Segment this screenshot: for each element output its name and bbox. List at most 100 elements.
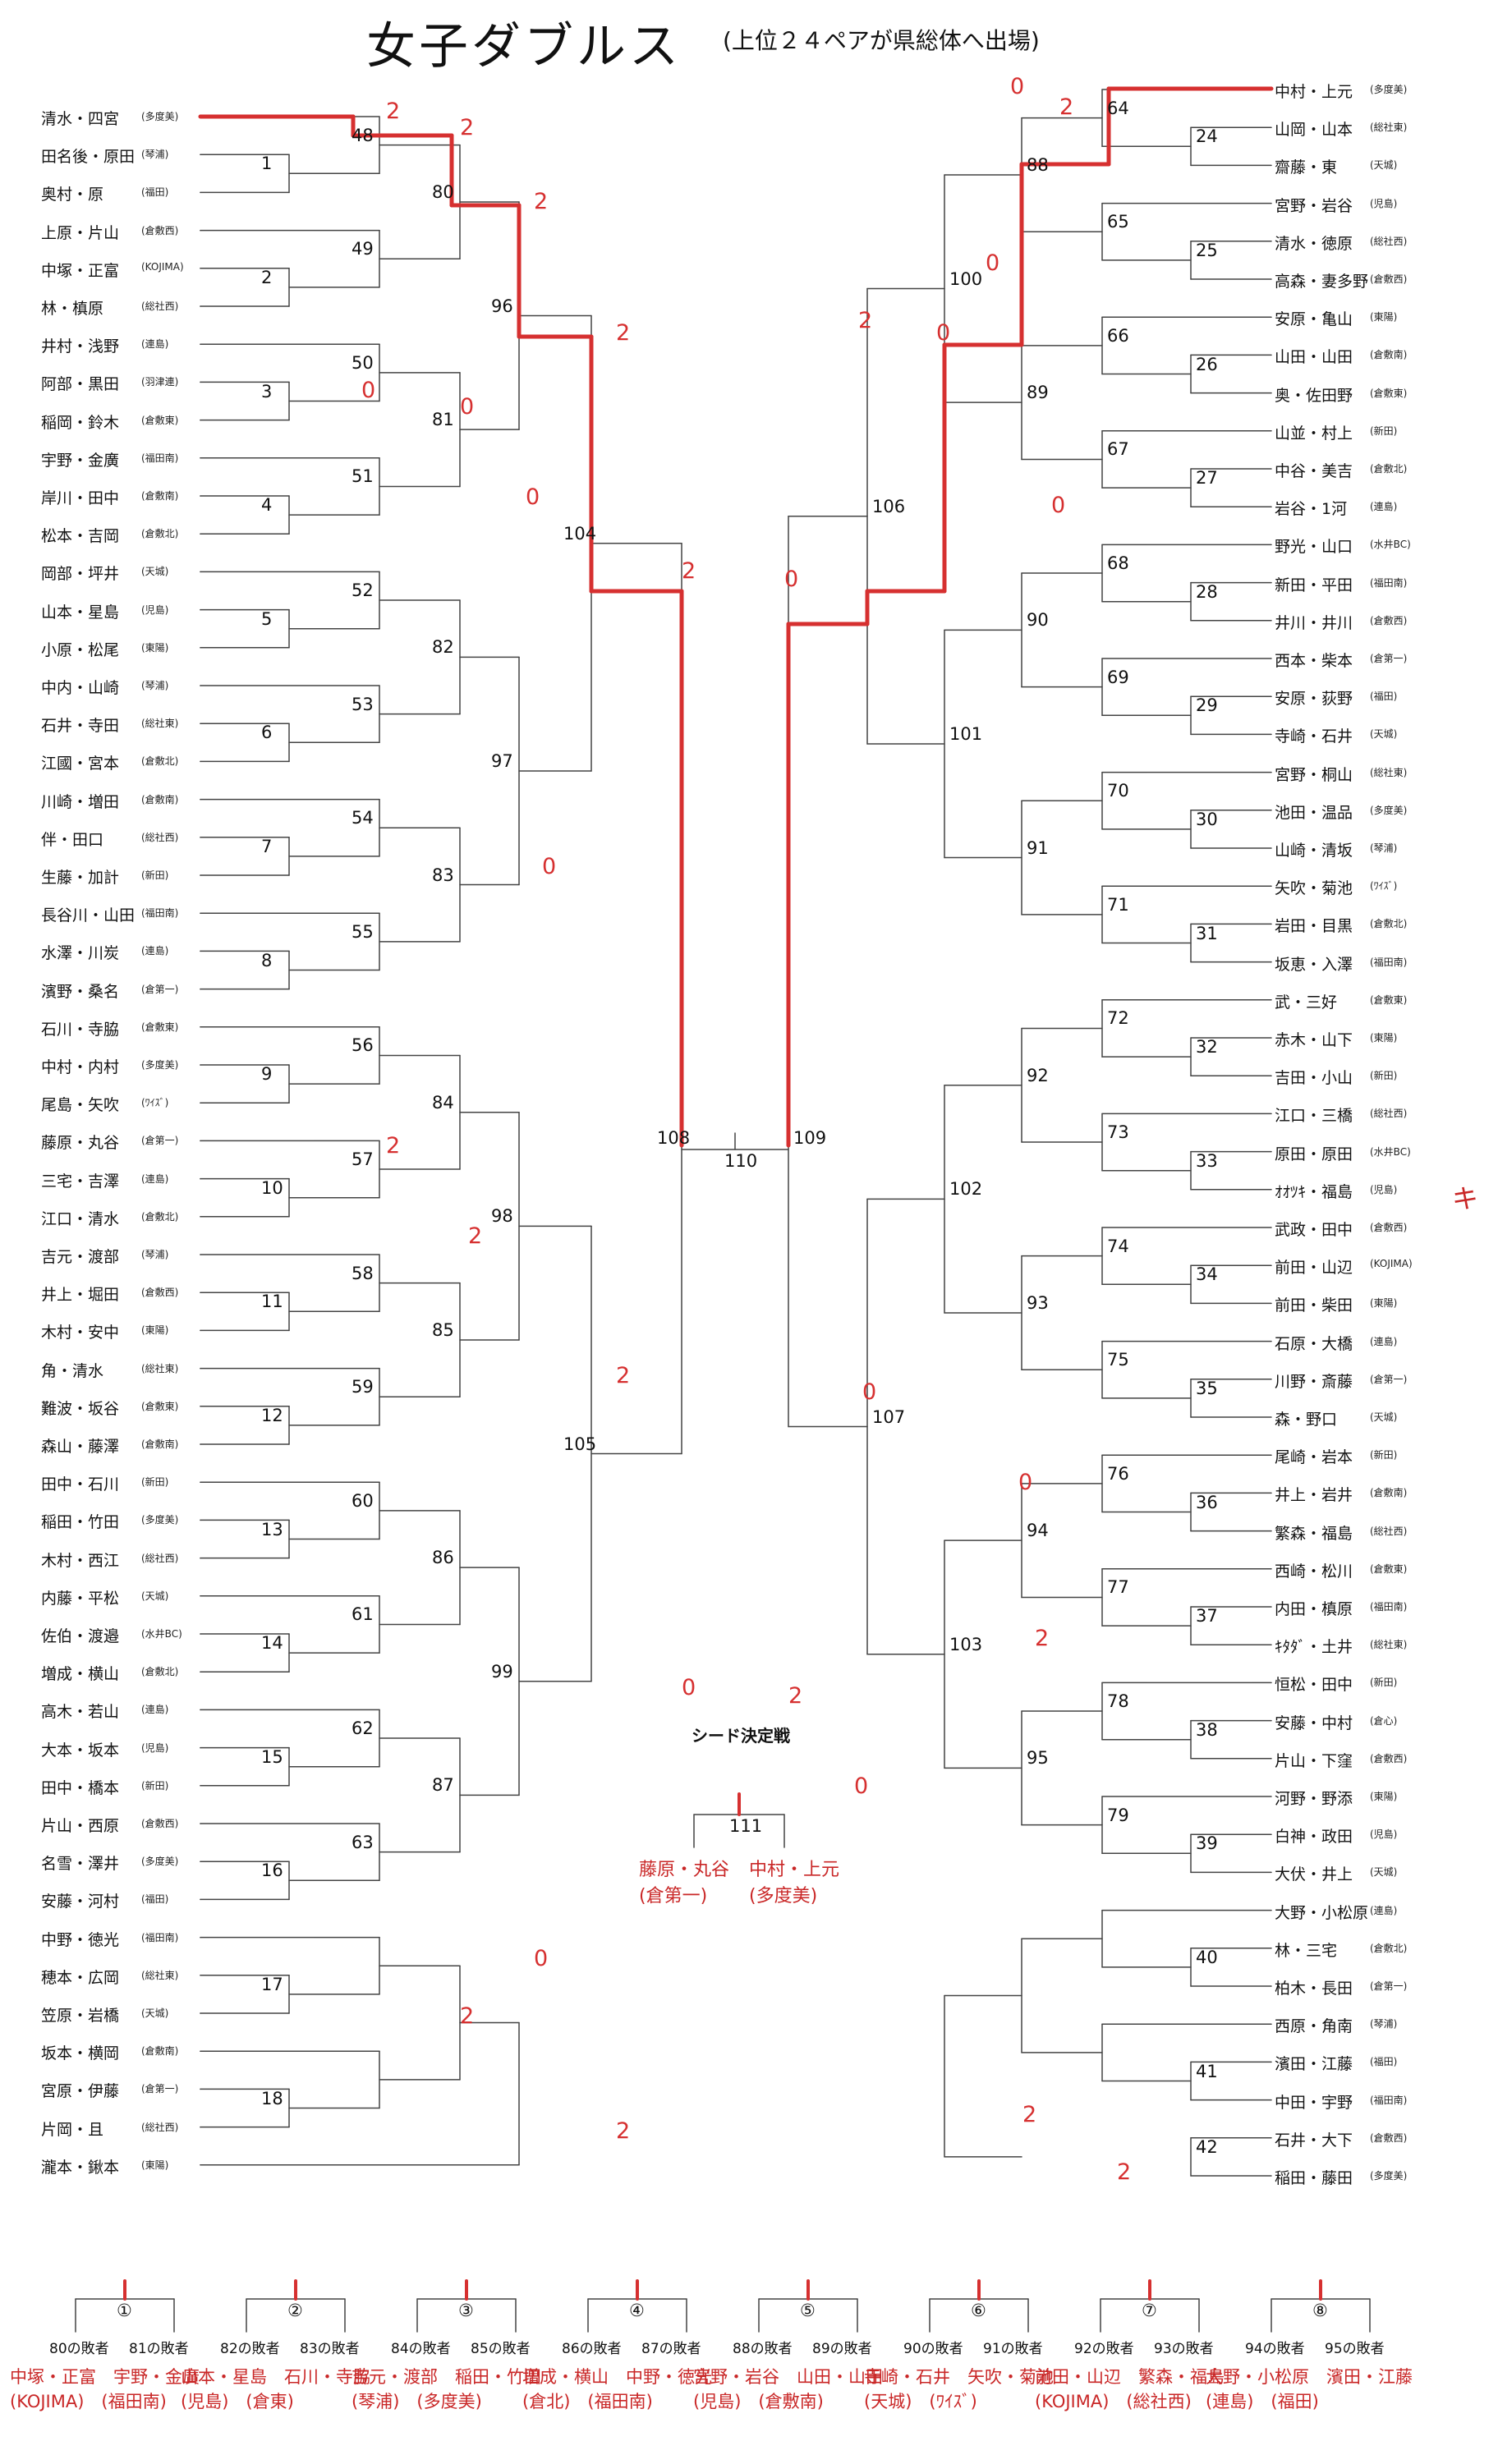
- right-pair-school: (東陽): [1370, 311, 1398, 323]
- match-number: 83: [432, 865, 454, 885]
- consolation-winners: 吉元・渡部 稲田・竹田 (琴浦) (多度美): [352, 2367, 541, 2411]
- right-pair-name: 安原・荻野: [1275, 690, 1353, 709]
- left-pair-name: 岸川・田中: [41, 489, 120, 507]
- left-pair-school: (倉敷東): [141, 414, 179, 426]
- left-pair-name: 内藤・平松: [41, 1589, 120, 1608]
- match-number: 15: [261, 1746, 283, 1767]
- right-pair-school: (総社東): [1370, 766, 1408, 778]
- left-pair-name: 田中・橋本: [41, 1778, 120, 1797]
- consolation-mark: ⑥: [971, 2301, 986, 2320]
- match-number: 89: [1027, 383, 1049, 403]
- right-pair-name: 山並・村上: [1275, 424, 1353, 443]
- left-pair-name: 名雪・澤井: [41, 1855, 120, 1874]
- consolation-left: 88の敗者: [733, 2341, 793, 2357]
- left-pair-school: (総社東): [141, 718, 179, 730]
- right-pair-school: (倉第一): [1370, 1373, 1408, 1385]
- handwritten-score: 0: [1018, 1470, 1033, 1495]
- left-pair-school: (倉敷西): [141, 1818, 179, 1829]
- left-pair-name: 上原・片山: [41, 223, 120, 242]
- left-pair-school: (東陽): [141, 641, 169, 654]
- handwritten-score: 0: [460, 394, 475, 420]
- left-pair-name: 清水・四宮: [41, 110, 120, 128]
- right-pair-name: 赤木・山下: [1275, 1031, 1353, 1049]
- handwritten-score: 2: [1059, 94, 1074, 120]
- right-pair-school: (倉敷南): [1370, 1487, 1408, 1499]
- left-pair-school: (新田): [141, 1779, 169, 1792]
- consolation-right: 91の敗者: [983, 2341, 1043, 2357]
- match-number: 92: [1027, 1065, 1049, 1085]
- consolation-winners: 大野・小松原 濱田・江藤 (連島) (福田): [1206, 2367, 1413, 2411]
- match-number: 85: [432, 1319, 454, 1340]
- right-pair-name: 川野・斎藤: [1275, 1372, 1353, 1391]
- match-number: 52: [352, 580, 374, 601]
- match-number: 102: [949, 1179, 983, 1200]
- left-pair-school: (ﾜｲｽﾞ): [141, 1097, 169, 1109]
- match-number: 78: [1107, 1691, 1129, 1712]
- right-pair-school: (倉敷北): [1370, 918, 1408, 930]
- match-number: 40: [1196, 1947, 1218, 1967]
- right-pair-school: (東陽): [1370, 1791, 1398, 1802]
- left-pair-name: 吉元・渡部: [41, 1248, 120, 1266]
- match-number: 87: [432, 1775, 454, 1796]
- left-pair-school: (福田): [141, 1893, 169, 1906]
- right-pair-name: 宮野・桐山: [1275, 765, 1353, 784]
- left-pair-school: (天城): [141, 566, 169, 578]
- match-number: 14: [261, 1633, 283, 1654]
- match-number: 6: [261, 723, 273, 743]
- match-number: 59: [352, 1377, 374, 1397]
- match-number: 37: [1196, 1606, 1218, 1627]
- left-pair-school: (倉敷東): [141, 1021, 179, 1033]
- right-pair-name: 高森・妻多野: [1275, 273, 1369, 291]
- handwritten-score: 0: [936, 320, 951, 346]
- left-pair-name: 江口・清水: [41, 1209, 120, 1228]
- handwritten-score: 0: [1010, 74, 1025, 99]
- right-pair-school: (多度美): [1370, 84, 1408, 95]
- right-pair-school: (倉敷西): [1370, 1222, 1408, 1233]
- left-pair-school: (倉敷北): [141, 528, 179, 540]
- right-pair-school: (水井BC): [1370, 539, 1411, 551]
- right-pair-name: 清水・徳原: [1275, 234, 1353, 253]
- right-pair-name: 寺崎・石井: [1275, 727, 1353, 746]
- consolation-left: 82の敗者: [220, 2341, 280, 2357]
- match-number: 68: [1107, 553, 1129, 574]
- right-pair-school: (多度美): [1370, 804, 1408, 816]
- handwritten-score: 0: [534, 1946, 549, 1971]
- left-pair-name: 木村・西江: [41, 1551, 120, 1570]
- match-number: 74: [1107, 1236, 1129, 1256]
- match-number: 50: [352, 352, 374, 373]
- right-pair-school: (連島): [1370, 1335, 1398, 1347]
- left-pair-school: (連島): [141, 1704, 169, 1716]
- right-pair-school: (倉第一): [1370, 653, 1408, 664]
- left-pair-name: 中村・内村: [41, 1058, 120, 1076]
- page-title: 女子ダブルス: [366, 18, 682, 76]
- match-number: 54: [352, 808, 374, 828]
- right-pair-school: (倉敷北): [1370, 463, 1408, 475]
- right-pair-name: 内田・槙原: [1275, 1600, 1353, 1618]
- right-pair-name: 柏木・長田: [1275, 1980, 1353, 1998]
- right-pair-name: 西本・柴本: [1275, 652, 1353, 670]
- seed-match-number: 111: [729, 1816, 763, 1836]
- consolation-left: 86の敗者: [562, 2341, 622, 2357]
- right-pair-name: 石原・大橋: [1275, 1334, 1353, 1353]
- match-number: 69: [1107, 667, 1129, 687]
- consolation-mark: ⑤: [800, 2301, 816, 2320]
- match-number: 94: [1027, 1521, 1049, 1541]
- left-pair-name: 井上・堀田: [41, 1286, 120, 1305]
- match-number: 98: [491, 1206, 513, 1227]
- consolation-winners: 増成・横山 中野・徳光 (倉北) (福田南): [522, 2367, 712, 2411]
- left-pair-name: 江國・宮本: [41, 755, 120, 773]
- consolation-right: 89の敗者: [812, 2341, 872, 2357]
- left-pair-school: (KOJIMA): [141, 260, 184, 273]
- left-pair-name: 濱野・桑名: [41, 982, 120, 1001]
- left-pair-name: 中内・山崎: [41, 679, 120, 697]
- left-pair-school: (福田): [141, 186, 169, 199]
- left-pair-name: 石井・寺田: [41, 717, 120, 736]
- right-pair-school: (天城): [1370, 1866, 1398, 1879]
- right-pair-name: 林・三宅: [1275, 1941, 1338, 1960]
- left-pair-school: (倉第一): [141, 1135, 179, 1147]
- match-number: 24: [1196, 126, 1218, 147]
- handwritten-score: 2: [1022, 2102, 1037, 2127]
- right-pair-school: (連島): [1370, 501, 1398, 513]
- left-pair-school: (天城): [141, 2007, 169, 2019]
